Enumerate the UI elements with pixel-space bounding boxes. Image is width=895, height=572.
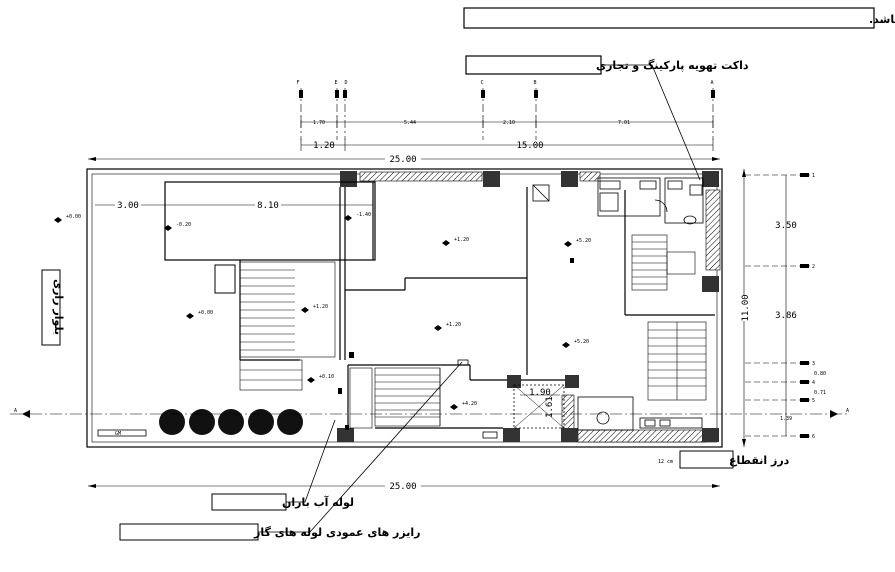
svg-text:B: B [533, 80, 536, 86]
top-dimensions: 1.70 5.44 2.10 7.01 1.20 15.00 25.00 [88, 116, 720, 165]
inner-left-dimensions: 3.00 8.10 [95, 199, 374, 211]
dim-3-86: 3.86 [775, 311, 797, 321]
svg-text:+0.00: +0.00 [66, 214, 81, 220]
svg-text:-1.40: -1.40 [356, 212, 371, 218]
right-grid-axes: 1 2 3 4 5 6 [745, 173, 815, 440]
level-l4: +1.20 [442, 237, 469, 246]
expansion-joint-note: درز انقطاع 12 cm [658, 450, 790, 469]
duct-leader [601, 64, 701, 181]
rain-pipe-text: لوله آب باران [282, 495, 354, 509]
svg-text:1: 1 [812, 173, 815, 179]
dim-1-39: 1.39 [780, 416, 792, 422]
axis-C: C [480, 80, 485, 140]
dim-11-00: 11.00 [741, 294, 751, 321]
svg-text:5: 5 [812, 398, 815, 404]
duct-note: داکت تهویه پارکینگ و تجاری [465, 55, 749, 181]
axis-B: B [533, 80, 538, 140]
svg-text:+1.20: +1.20 [313, 304, 328, 310]
svg-text:GM: GM [115, 431, 121, 437]
stair-center [349, 367, 441, 429]
gas-riser-note: رایزر های عمودی لوله های گاز [119, 359, 469, 541]
svg-text:-0.20: -0.20 [176, 222, 191, 228]
dim-0-71: 0.71 [814, 390, 826, 396]
service-rooms-bottom [482, 384, 703, 439]
dim-8-10: 8.10 [257, 201, 279, 211]
level-l11: +4.20 [450, 401, 477, 410]
level-markers: +0.00 -0.20 -1.40 +1.20 +5.20 +0.00 +1.2… [54, 212, 591, 410]
dim-25-00-top: 25.00 [389, 155, 416, 165]
level-l2: -0.20 [164, 222, 191, 231]
dim-1-90: 1.90 [529, 388, 551, 398]
dim-2-10: 2.10 [503, 120, 515, 126]
plot-boundary [86, 168, 723, 448]
svg-text:A: A [846, 408, 849, 414]
axis-A: A [710, 80, 715, 140]
svg-text:+5.20: +5.20 [574, 339, 589, 345]
svg-text:+0.00: +0.00 [198, 310, 213, 316]
trees [159, 409, 303, 435]
dim-7-01: 7.01 [618, 120, 630, 126]
svg-text:2: 2 [812, 264, 815, 270]
dim-1-61: 1.61 [545, 396, 555, 418]
expansion-joint-text: درز انقطاع [729, 454, 790, 467]
svg-text:+5.20: +5.20 [576, 238, 591, 244]
service-rooms [532, 177, 704, 225]
hatched-walls [359, 171, 721, 443]
svg-text:D: D [344, 80, 347, 86]
misc-markers [338, 258, 574, 430]
svg-text:C: C [480, 80, 483, 86]
stair-right-upper [631, 234, 696, 291]
gas-meter: GM [97, 429, 147, 437]
level-l10: +0.10 [307, 374, 334, 383]
axis-E: E [334, 80, 339, 140]
dim-3-00: 3.00 [117, 201, 139, 211]
columns [337, 171, 719, 442]
svg-text:3: 3 [812, 361, 815, 367]
level-l7: +1.20 [301, 304, 328, 313]
bottom-dimension: 25.00 [88, 479, 720, 492]
svg-text:+1.20: +1.20 [446, 322, 461, 328]
dim-0-80: 0.80 [814, 371, 826, 377]
stair-right-lower [647, 321, 707, 401]
dim-1-20: 1.20 [313, 141, 335, 151]
svg-text:6: 6 [812, 434, 815, 440]
svg-text:+1.20: +1.20 [454, 237, 469, 243]
stair-dims: 1.90 1.61 [520, 388, 560, 418]
rain-pipe-note: لوله آب باران [211, 419, 354, 511]
expansion-joint-size: 12 cm [658, 459, 673, 465]
dim-25-00-bottom: 25.00 [389, 482, 416, 492]
level-l5: +5.20 [564, 238, 591, 247]
duct-note-text: داکت تهویه پارکینگ و تجاری [596, 58, 749, 72]
level-l9: +5.20 [562, 339, 589, 348]
svg-text:4: 4 [812, 380, 815, 386]
axis-D: D [343, 80, 348, 140]
level-l3: -1.40 [344, 212, 371, 221]
level-l1: +0.00 [54, 214, 81, 223]
dim-1-70: 1.70 [313, 120, 325, 126]
dim-3-50: 3.50 [775, 221, 797, 231]
level-l8: +1.20 [434, 322, 461, 331]
top-note-text: رعایت ضوابط مندرج در مبحث ۱۹ مقررات ملی … [869, 13, 895, 27]
svg-text:F: F [296, 80, 299, 86]
dim-15-00: 15.00 [516, 141, 543, 151]
street-label: بلوار رازی [41, 269, 65, 346]
svg-text:+0.10: +0.10 [319, 374, 334, 380]
gas-riser-text: رایزر های عمودی لوله های گاز [253, 526, 420, 539]
svg-text:A: A [710, 80, 713, 86]
section-line: A A [10, 408, 849, 418]
stair-left [214, 261, 336, 391]
top-note: رعایت ضوابط مندرج در مبحث ۱۹ مقررات ملی … [463, 7, 895, 29]
svg-text:E: E [334, 80, 337, 86]
svg-text:A: A [14, 408, 17, 414]
street-label-text: بلوار رازی [52, 279, 65, 335]
axis-F: F [296, 80, 303, 140]
dim-5-44: 5.44 [404, 120, 416, 126]
right-dimensions: 3.50 3.86 0.80 0.71 1.39 11.00 [738, 169, 826, 447]
level-l6: +0.00 [186, 310, 213, 319]
top-grid-axes: F E D C B A [296, 80, 715, 140]
svg-text:+4.20: +4.20 [462, 401, 477, 407]
